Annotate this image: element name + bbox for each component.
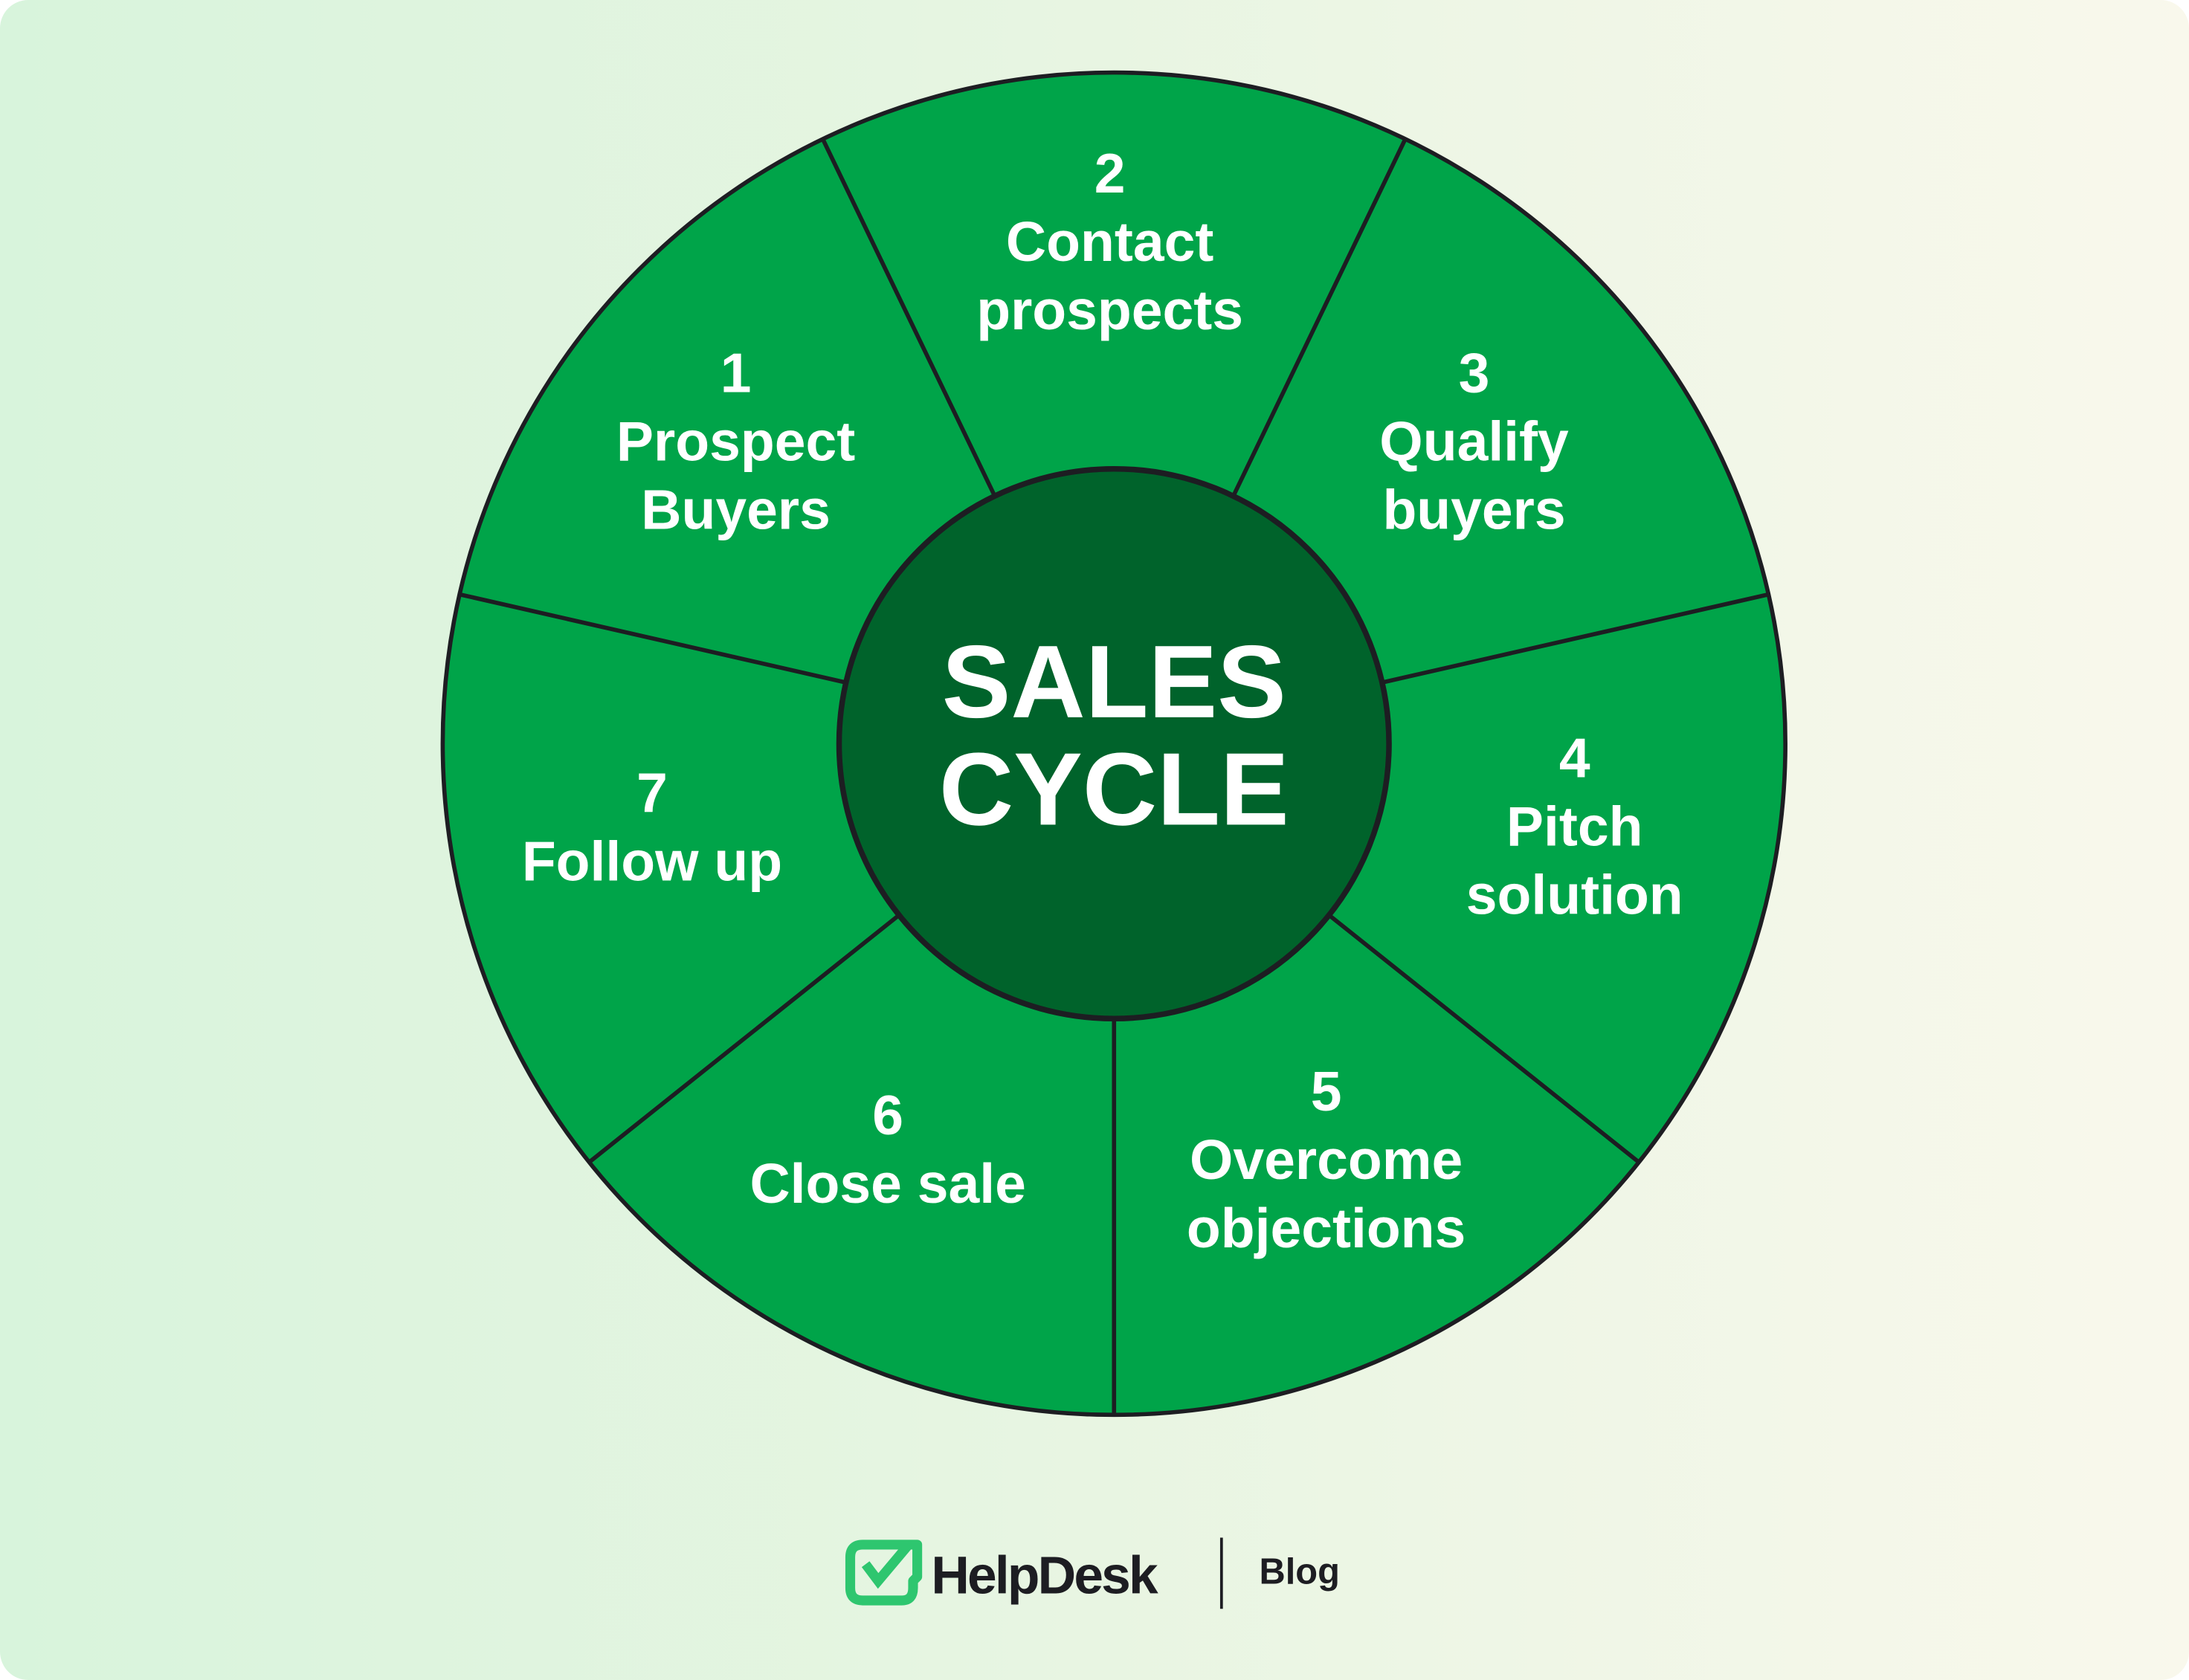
segment-divider <box>587 911 903 1164</box>
step-number: 6 <box>872 1084 903 1146</box>
step-1: 1 Prospect Buyers <box>616 341 855 540</box>
center-title-line2: CYCLE <box>939 731 1289 847</box>
step-label: Follow up <box>522 830 782 892</box>
checkbox-logo-icon <box>845 1540 923 1606</box>
helpdesk-logo: HelpDesk Blog <box>845 1537 1340 1609</box>
step-label: Qualify <box>1379 410 1569 472</box>
step-6: 6 Close sale <box>749 1084 1025 1215</box>
step-number: 1 <box>720 341 752 404</box>
center-hub <box>836 465 1392 1022</box>
segment-divider <box>1379 592 1770 685</box>
step-label: Prospect <box>616 410 855 472</box>
step-number: 3 <box>1459 341 1490 404</box>
section-label: Blog <box>1259 1551 1339 1592</box>
step-number: 5 <box>1311 1060 1342 1122</box>
step-label: Contact <box>1006 210 1213 273</box>
segment-divider <box>1325 911 1640 1164</box>
segment-divider <box>1230 138 1408 500</box>
segment-divider <box>821 138 999 500</box>
step-label: Buyers <box>641 478 831 540</box>
segment-divider <box>459 592 850 685</box>
step-label: Overcome <box>1190 1128 1463 1191</box>
step-label: prospects <box>976 279 1243 341</box>
step-7: 7 Follow up <box>522 761 782 892</box>
step-3: 3 Qualify buyers <box>1379 341 1569 540</box>
step-label: buyers <box>1382 478 1565 540</box>
segment-dividers <box>459 138 1770 1415</box>
center-title-line1: SALES <box>942 624 1286 740</box>
step-number: 7 <box>636 761 668 824</box>
step-label: objections <box>1187 1197 1466 1259</box>
step-2: 2 Contact prospects <box>976 142 1243 341</box>
step-label: Pitch <box>1506 795 1643 858</box>
step-label: solution <box>1466 863 1683 925</box>
step-5: 5 Overcome objections <box>1187 1060 1466 1259</box>
step-number: 4 <box>1559 727 1590 789</box>
step-number: 2 <box>1094 142 1126 204</box>
step-4: 4 Pitch solution <box>1466 727 1683 926</box>
brand-name: HelpDesk <box>931 1546 1158 1606</box>
step-label: Close sale <box>749 1152 1025 1215</box>
